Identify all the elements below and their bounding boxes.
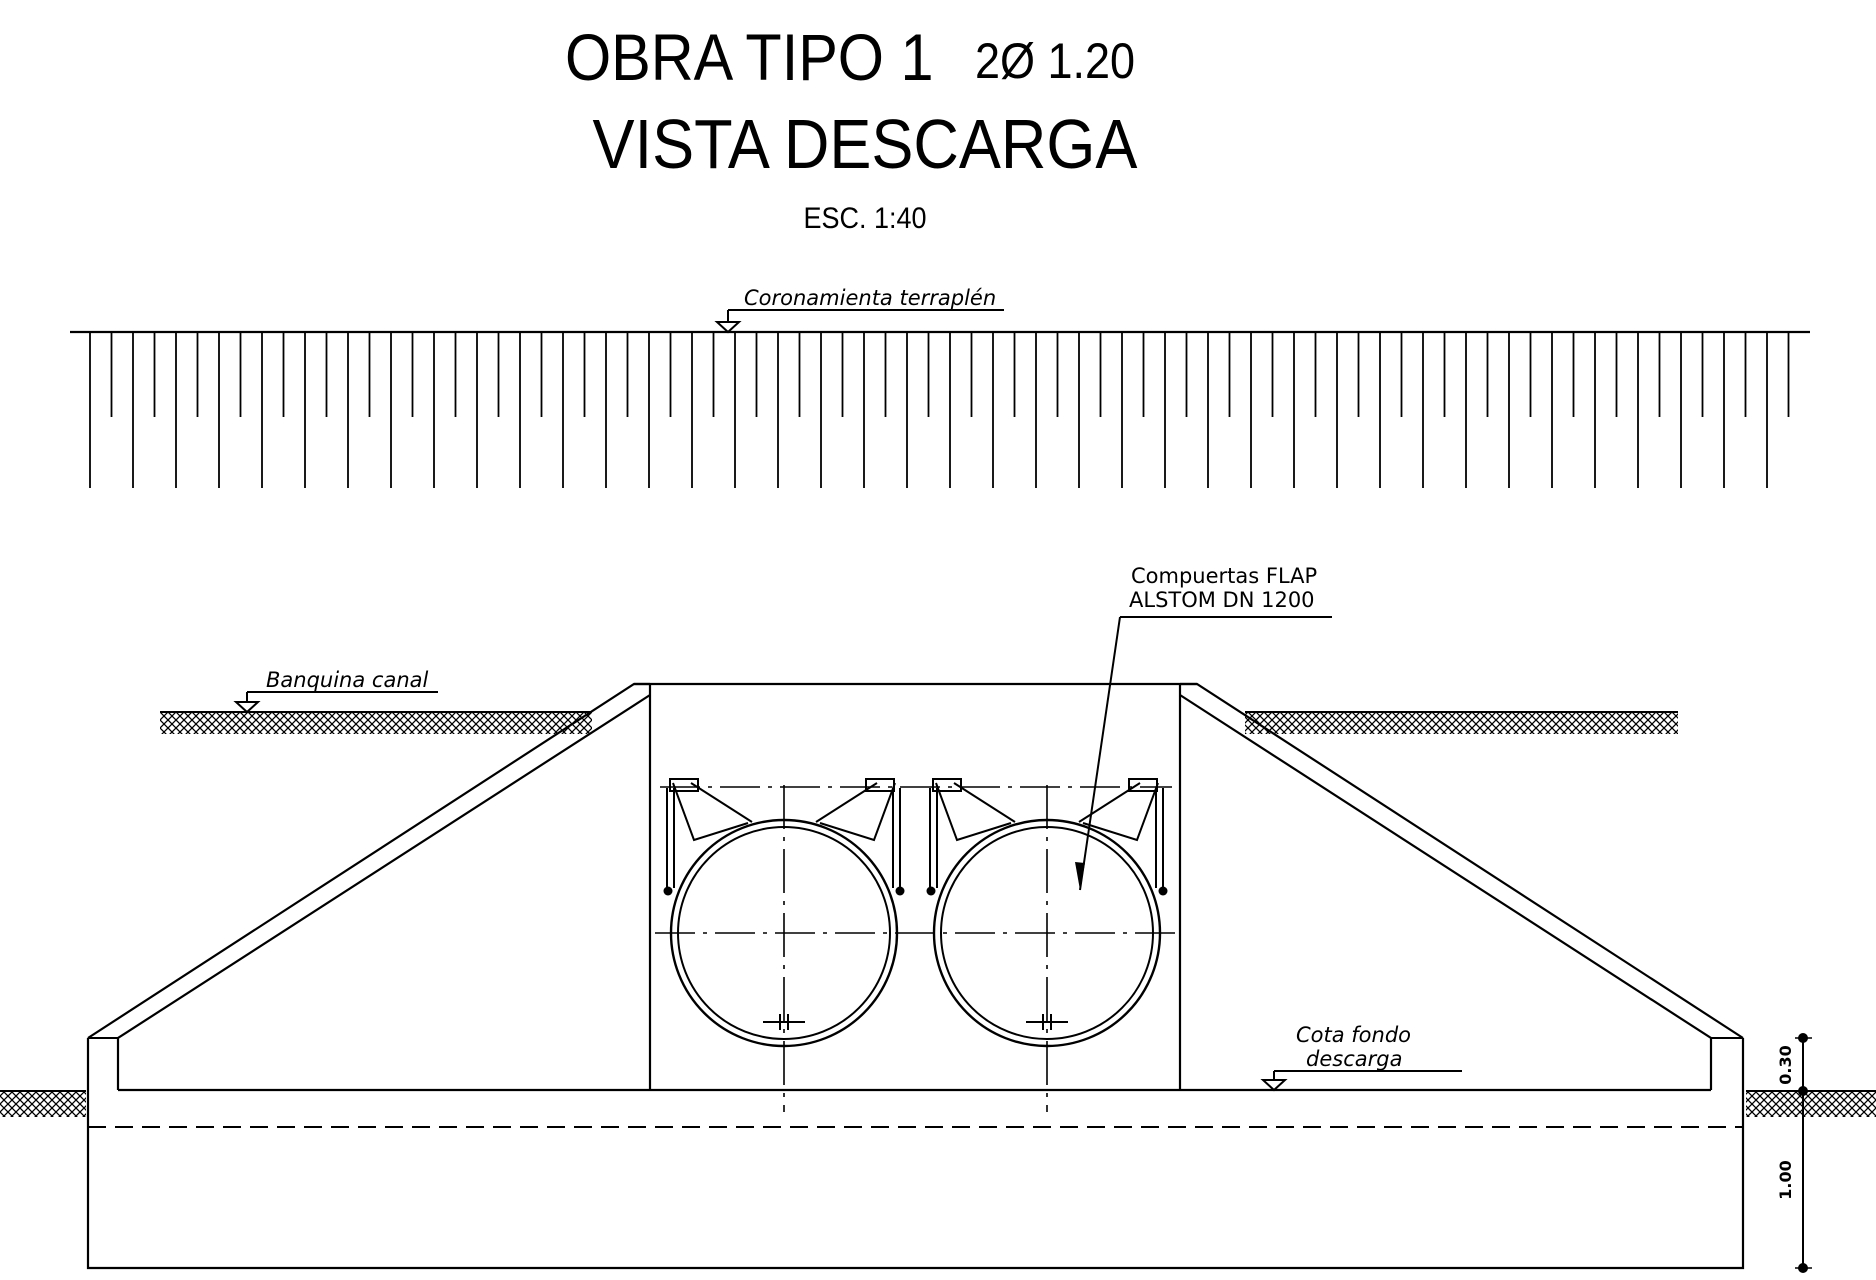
bottom-level-marker: Cota fondo descarga	[1260, 1023, 1462, 1092]
bottom-label-line1: Cota fondo	[1296, 1023, 1411, 1047]
title-scale: ESC. 1:40	[804, 202, 927, 236]
gates-label-line1: Compuertas FLAP	[1131, 564, 1317, 588]
title-view: VISTA DESCARGA	[593, 106, 1138, 184]
canal-bank-ground	[160, 711, 1678, 734]
dimension-lower: 1.00	[1776, 1160, 1795, 1199]
bank-level-marker: Banquina canal	[233, 668, 438, 714]
gates-label-line2: ALSTOM DN 1200	[1129, 588, 1315, 612]
gates-callout: Compuertas FLAP ALSTOM DN 1200	[1075, 564, 1332, 891]
embankment-crest	[70, 330, 1810, 488]
dimension-line: 0.30 1.00	[1776, 1033, 1812, 1273]
headwall-structure	[86, 682, 1745, 1270]
flap-gate-right	[926, 778, 1168, 1112]
dimension-upper: 0.30	[1776, 1045, 1795, 1084]
title-pipes: 2Ø 1.20	[975, 34, 1135, 90]
centre-lines	[655, 786, 1176, 934]
natural-ground	[0, 1090, 1876, 1117]
crest-level-marker: Coronamienta terraplén	[714, 286, 1004, 334]
crest-label: Coronamienta terraplén	[744, 286, 996, 310]
embankment-hatch-ticks	[89, 332, 1790, 488]
title-main: OBRA TIPO 1	[565, 21, 934, 95]
bottom-label-line2: descarga	[1306, 1047, 1402, 1071]
bank-label: Banquina canal	[266, 668, 429, 692]
flap-gate-left	[663, 778, 905, 1112]
